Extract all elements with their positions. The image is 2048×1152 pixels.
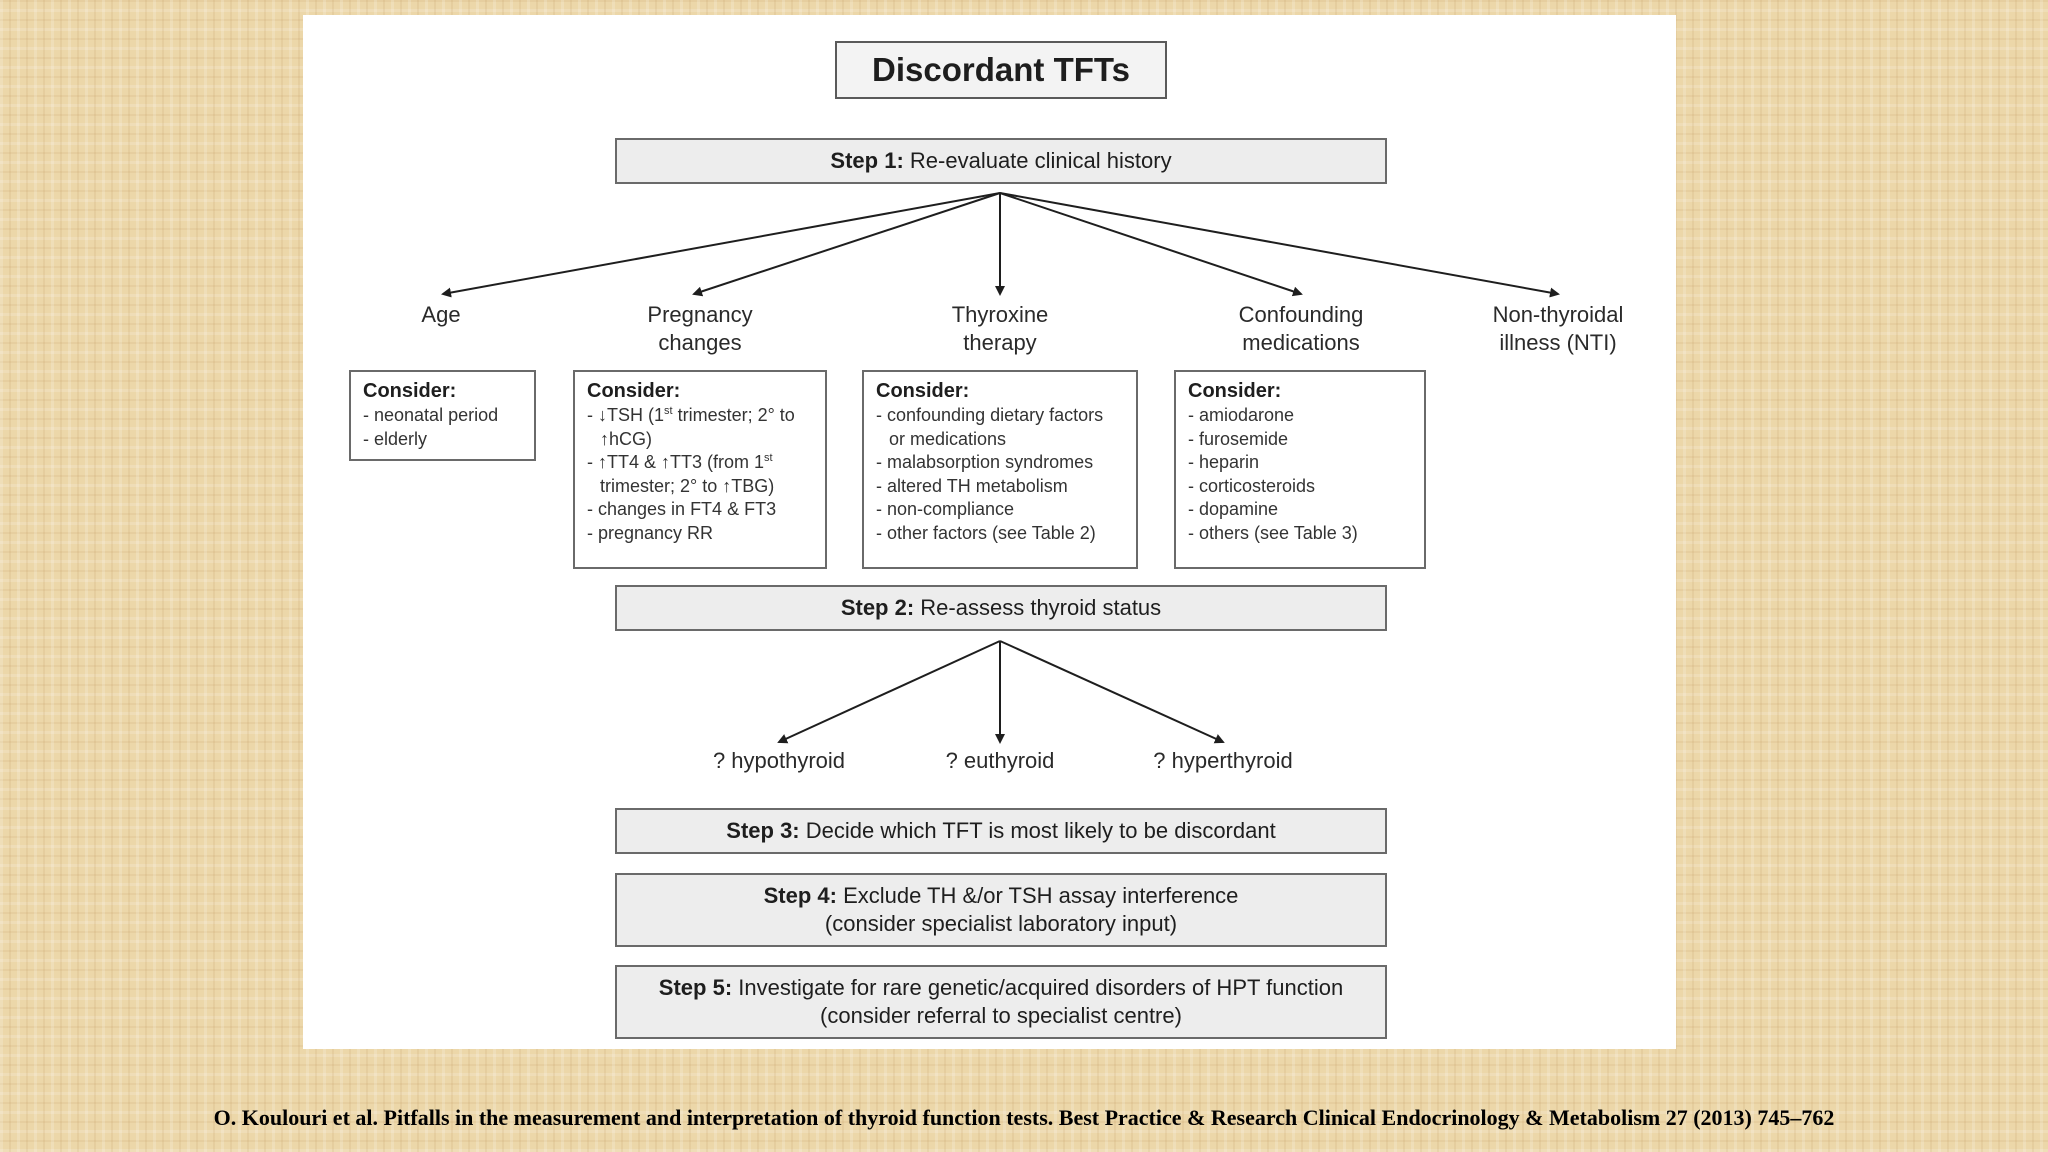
factor-pregnancy-line1: Pregnancy xyxy=(647,302,753,327)
factor-thyroxine-line1: Thyroxine xyxy=(951,302,1049,327)
diagram-title: Discordant TFTs xyxy=(835,41,1167,99)
step5-label: Step 5: xyxy=(658,975,733,1000)
step2-text: Re-assess thyroid status xyxy=(920,595,1162,620)
list-item: heparin xyxy=(1188,451,1412,475)
factor-nti: Non-thyroidal illness (NTI) xyxy=(1458,301,1658,357)
consider-box-medications: Consider: amiodarone furosemide heparin … xyxy=(1174,370,1426,569)
list-item: altered TH metabolism xyxy=(876,475,1124,499)
step4-label: Step 4: xyxy=(763,883,837,908)
arrow-to-medications xyxy=(999,192,1303,297)
consider-box-age: Consider: neonatal period elderly xyxy=(349,370,536,461)
list-item: non-compliance xyxy=(876,498,1124,522)
consider-heading: Consider: xyxy=(876,380,970,402)
step2-box: Step 2: Re-assess thyroid status xyxy=(615,585,1387,631)
arrow-to-hyperthyroid xyxy=(999,640,1225,744)
list-item: neonatal period xyxy=(363,404,522,428)
list-item: confounding dietary factors or medicatio… xyxy=(876,404,1124,451)
factor-age: Age xyxy=(341,301,541,329)
step4-box: Step 4: Exclude TH &/or TSH assay interf… xyxy=(615,873,1387,947)
list-item: others (see Table 3) xyxy=(1188,522,1412,546)
list-item: corticosteroids xyxy=(1188,475,1412,499)
step3-box: Step 3: Decide which TFT is most likely … xyxy=(615,808,1387,854)
step4-note: (consider specialist laboratory input) xyxy=(824,911,1178,936)
factor-pregnancy: Pregnancy changes xyxy=(600,301,800,357)
factor-nti-line2: illness (NTI) xyxy=(1499,330,1617,355)
list-item: other factors (see Table 2) xyxy=(876,522,1124,546)
step5-text: Investigate for rare genetic/acquired di… xyxy=(738,975,1344,1000)
list-item: malabsorption syndromes xyxy=(876,451,1124,475)
status-hyperthyroid: ? hyperthyroid xyxy=(1153,748,1293,773)
factor-medications-line1: Confounding xyxy=(1238,302,1364,327)
step5-note: (consider referral to specialist centre) xyxy=(820,1003,1182,1028)
status-euthyroid: ? euthyroid xyxy=(945,748,1055,773)
list-item: dopamine xyxy=(1188,498,1412,522)
citation-text: O. Koulouri et al. Pitfalls in the measu… xyxy=(213,1105,1835,1130)
arrow-to-hypothyroid xyxy=(777,640,1001,744)
step3-text: Decide which TFT is most likely to be di… xyxy=(805,818,1276,843)
factor-age-label: Age xyxy=(421,302,461,327)
status-hypothyroid: ? hypothyroid xyxy=(712,748,846,773)
factor-pregnancy-line2: changes xyxy=(658,330,742,355)
consider-heading: Consider: xyxy=(587,380,681,402)
consider-box-thyroxine: Consider: confounding dietary factors or… xyxy=(862,370,1138,569)
consider-heading: Consider: xyxy=(1188,380,1282,402)
step1-box: Step 1: Re-evaluate clinical history xyxy=(615,138,1387,184)
factor-thyroxine: Thyroxine therapy xyxy=(900,301,1100,357)
consider-heading: Consider: xyxy=(363,380,457,402)
list-item: changes in FT4 & FT3 xyxy=(587,498,813,522)
step2-label: Step 2: xyxy=(840,595,915,620)
diagram-panel: Discordant TFTs Step 1: Re-evaluate clin… xyxy=(303,15,1676,1049)
flow-arrows xyxy=(441,192,1560,744)
list-item: amiodarone xyxy=(1188,404,1412,428)
list-item: elderly xyxy=(363,428,522,452)
step1-text: Re-evaluate clinical history xyxy=(909,148,1172,173)
arrow-to-age xyxy=(441,192,1001,298)
list-item: furosemide xyxy=(1188,428,1412,452)
factor-nti-line1: Non-thyroidal xyxy=(1492,302,1624,327)
arrow-to-pregnancy xyxy=(692,192,1001,297)
arrow-to-nti xyxy=(999,192,1560,298)
step4-text: Exclude TH &/or TSH assay interference xyxy=(843,883,1239,908)
list-item: ↑TT4 & ↑TT3 (from 1st trimester; 2° to ↑… xyxy=(587,451,813,498)
step3-label: Step 3: xyxy=(726,818,800,843)
step1-label: Step 1: xyxy=(830,148,904,173)
factor-thyroxine-line2: therapy xyxy=(963,330,1037,355)
factor-medications: Confounding medications xyxy=(1201,301,1401,357)
consider-box-pregnancy: Consider: ↓TSH (1st trimester; 2° to ↑hC… xyxy=(573,370,827,569)
list-item: ↓TSH (1st trimester; 2° to ↑hCG) xyxy=(587,404,813,451)
list-item: pregnancy RR xyxy=(587,522,813,546)
factor-medications-line2: medications xyxy=(1242,330,1360,355)
step5-box: Step 5: Investigate for rare genetic/acq… xyxy=(615,965,1387,1039)
